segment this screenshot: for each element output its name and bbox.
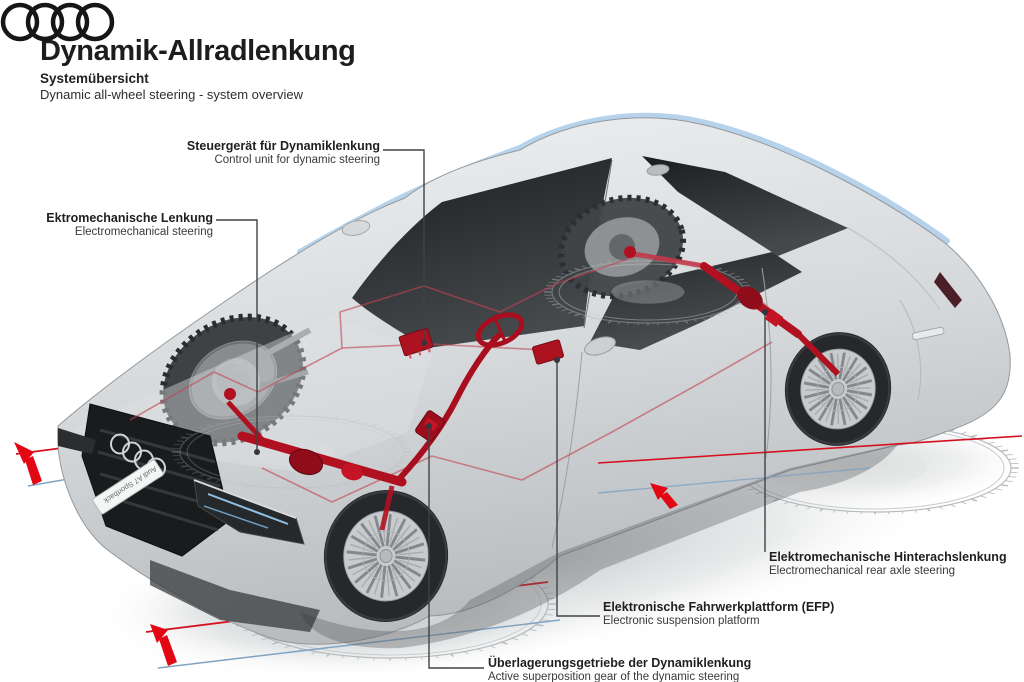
callout-rear-axle-steering: Elektromechanische Hinterachslenkung Ele… [769, 550, 1007, 578]
audi-rings-logo [0, 2, 115, 42]
rocker-shadow [300, 444, 898, 649]
headlight-led-streak [207, 493, 289, 525]
headlight-led-streak [203, 505, 269, 529]
rear-quarter-glass [642, 156, 848, 256]
callout-superposition-gear: Überlagerungsgetriebe der Dynamiklenkung… [488, 656, 751, 682]
door-seam [761, 267, 772, 459]
callout-label-en: Electromechanical rear axle steering [769, 564, 956, 577]
rear-drive-link-near [795, 331, 841, 377]
side-mirror-far [341, 220, 371, 236]
side-mirror-near [584, 336, 616, 356]
callout-lines [216, 149, 766, 669]
steering-system-red [129, 246, 841, 531]
callout-label-de: Ektromechanische Lenkung [46, 211, 213, 225]
taillight [934, 272, 962, 308]
rear-arch-crease [899, 299, 922, 401]
car-body-group: Audi A7 Sportback [57, 112, 1011, 649]
door-handle [911, 326, 945, 341]
headlight-brow [193, 479, 297, 519]
steering-arrow-bottom-shaft [159, 635, 177, 666]
rear-actuator-motor [737, 286, 763, 310]
front-hub-far [224, 388, 236, 400]
tie-rod-near [379, 485, 395, 531]
roof-antenna-fin [646, 164, 670, 176]
trunk-crease [847, 227, 941, 311]
rear-actuator-gear [764, 309, 784, 327]
title-block: Dynamik-Allradlenkung Systemübersicht Dy… [40, 36, 356, 103]
steering-arrow-rear-shaft [660, 492, 678, 509]
steering-rack-gear [341, 463, 363, 481]
steering-arrow-bottom [150, 624, 168, 643]
steering-arrow-front-left-shaft [25, 456, 42, 485]
callout-control-unit: Steuergerät für Dynamiklenkung Control u… [187, 139, 380, 167]
wheels-foreground [323, 332, 892, 622]
callout-label-de: Steuergerät für Dynamiklenkung [186, 139, 380, 153]
steering-arrow-rear [650, 483, 668, 500]
rear-hub-far [624, 246, 636, 258]
callout-dots [254, 309, 768, 455]
angle-line-red-rear [597, 435, 1023, 464]
windshield-glass [352, 158, 612, 348]
steering-rack-motor [288, 448, 324, 476]
rear-link-far [633, 251, 705, 269]
callout-label-en: Active superposition gear of the dynamic… [488, 670, 740, 682]
angle-line-blue-rear [597, 467, 871, 494]
callout-label-de: Elektronische Fahrwerkplattform (EFP) [603, 600, 835, 614]
angle-line-blue-bottom [157, 619, 561, 669]
front-air-intake [150, 560, 320, 632]
callout-line-efp [556, 362, 600, 617]
wheel-rear-near [784, 332, 892, 446]
wheel-front-near [323, 490, 449, 622]
headlight-far [58, 428, 96, 454]
callout-line-superposition-gear [428, 428, 484, 669]
steering-wheel [475, 312, 525, 348]
callout-line-front-steering [216, 219, 258, 449]
steering-arrow-front-left [14, 442, 34, 464]
side-glass [590, 252, 802, 350]
callout-label-en: Electromechanical steering [74, 225, 213, 238]
steering-column [397, 331, 503, 481]
roof-edge-blue-line [297, 112, 950, 255]
callout-suspension-platform: Elektronische Fahrwerkplattform (EFP) El… [603, 600, 834, 628]
callout-line-control-unit [383, 149, 425, 340]
callout-front-steering: Ektromechanische Lenkung Electromechanic… [46, 211, 213, 239]
subtitle-english: Dynamic all-wheel steering - system over… [40, 87, 303, 103]
callout-label-de: Elektromechanische Hinterachslenkung [769, 550, 1007, 564]
tie-rod-far [226, 400, 270, 448]
subtitle-german: Systemübersicht [40, 71, 149, 87]
rear-steering-angle-lines [597, 435, 1023, 509]
callout-label-en: Electronic suspension platform [603, 614, 760, 627]
callout-label-de: Überlagerungsgetriebe der Dynamiklenkung [488, 656, 752, 670]
callout-label-en: Control unit for dynamic steering [214, 153, 380, 166]
